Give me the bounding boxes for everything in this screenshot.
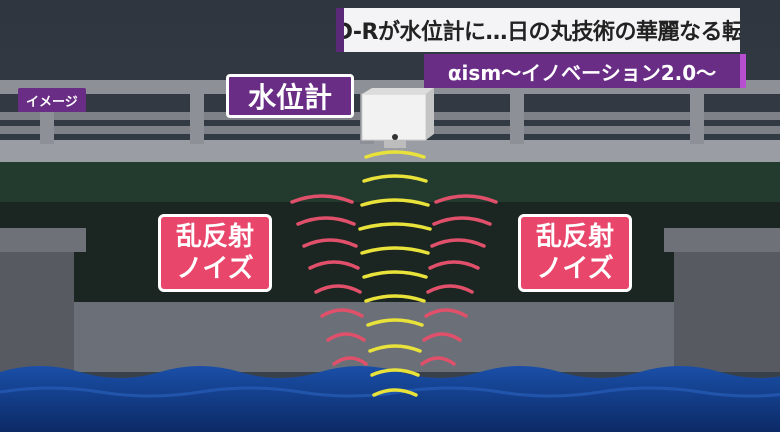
signal-wave-arc	[364, 294, 426, 303]
noise-wave-arc-right	[428, 260, 480, 270]
bridge-girder	[0, 202, 780, 302]
signal-wave-arc	[372, 388, 418, 397]
image-tag: イメージ	[18, 88, 86, 112]
noise-wave-arc-left	[332, 356, 368, 366]
bridge-deck	[0, 162, 780, 202]
noise-wave-arc-right	[422, 332, 462, 342]
noise-wave-arc-right	[426, 284, 474, 294]
program-subtitle: αism～イノベーション2.0～	[424, 54, 740, 88]
noise-wave-arc-left	[320, 308, 364, 318]
noise-label-line2: ノイズ	[176, 254, 254, 284]
noise-wave-arc-left	[308, 260, 360, 270]
signal-wave-arc	[360, 246, 430, 255]
noise-wave-arc-left	[290, 194, 354, 204]
diffuse-reflection-noise-label-right: 乱反射 ノイズ	[518, 214, 632, 292]
headline-banner: CD-Rが水位計に…日の丸技術の華麗なる転身	[336, 8, 740, 52]
noise-wave-arc-right	[434, 194, 498, 204]
signal-wave-arc	[358, 222, 432, 231]
signal-wave-arc	[360, 198, 430, 207]
bridge-pier-right	[664, 228, 780, 372]
noise-wave-arc-right	[420, 356, 456, 366]
signal-wave-arc	[366, 318, 424, 327]
noise-label-line2: ノイズ	[536, 254, 614, 284]
signal-wave-arc	[362, 174, 428, 183]
signal-wave-group	[290, 150, 498, 397]
river-bank	[74, 302, 674, 372]
noise-wave-arc-left	[296, 216, 356, 226]
noise-wave-arc-right	[424, 308, 468, 318]
noise-wave-arc-left	[302, 238, 358, 248]
signal-wave-arc	[362, 270, 428, 279]
water-level-sensor-device	[361, 88, 434, 148]
diffuse-reflection-noise-label-left: 乱反射 ノイズ	[158, 214, 272, 292]
noise-label-line1: 乱反射	[535, 222, 614, 252]
river-water	[0, 366, 780, 432]
subtitle-accent-bar	[740, 54, 746, 88]
noise-wave-arc-right	[432, 216, 492, 226]
bridge-pier-left	[0, 228, 86, 372]
signal-wave-arc	[364, 150, 426, 159]
water-level-gauge-label: 水位計	[226, 74, 354, 118]
signal-wave-arc	[368, 344, 422, 353]
noise-wave-arc-left	[314, 284, 362, 294]
noise-label-line1: 乱反射	[175, 222, 254, 252]
noise-wave-arc-left	[326, 332, 366, 342]
noise-wave-arc-right	[430, 238, 486, 248]
signal-wave-arc	[370, 368, 420, 377]
